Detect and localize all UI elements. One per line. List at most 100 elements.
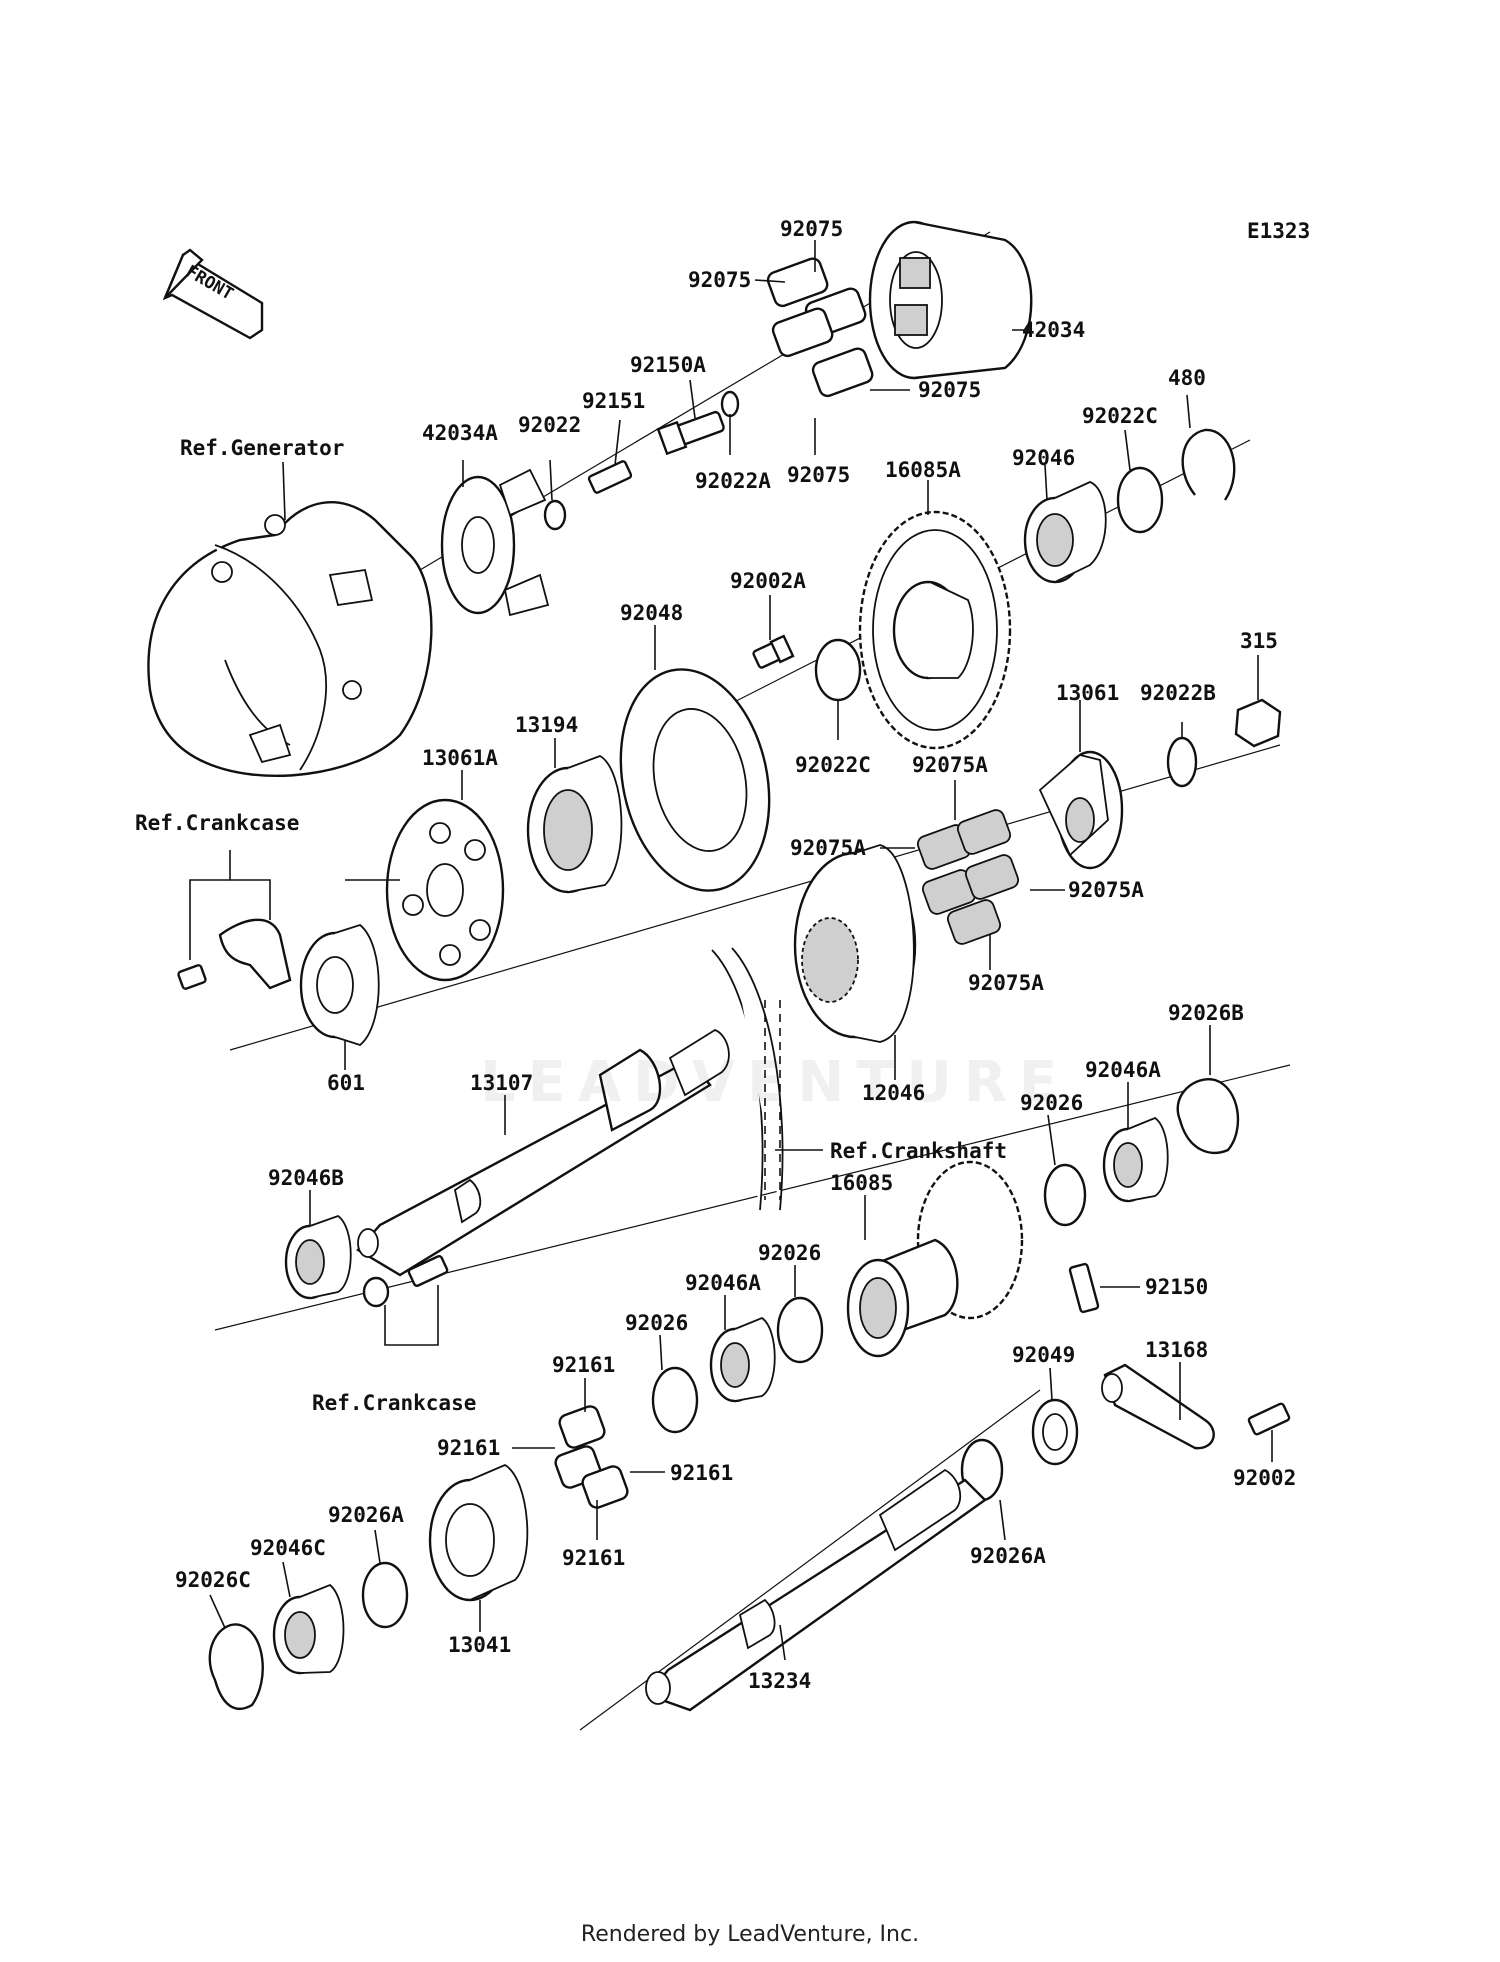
part-92075-dampers xyxy=(766,257,874,398)
part-labels: 92075 92075 42034 92150A 92075 92151 420… xyxy=(175,217,1296,1693)
label-13107: 13107 xyxy=(470,1071,533,1095)
label-92022: 92022 xyxy=(518,413,581,437)
part-92161-dampers xyxy=(554,1405,629,1509)
label-92026-mid: 92026 xyxy=(758,1241,821,1265)
part-92002A-screw xyxy=(752,634,795,669)
part-92046A-bearing-top xyxy=(1102,1116,1169,1203)
part-92150-bolt xyxy=(1068,1262,1100,1314)
label-92049: 92049 xyxy=(1012,1343,1075,1367)
part-92046A-bearing-mid xyxy=(709,1316,776,1403)
part-480-circlip xyxy=(1181,428,1236,501)
label-92161-left: 92161 xyxy=(437,1436,500,1460)
part-92022A-washer xyxy=(720,390,740,418)
part-92049-bearing xyxy=(1031,1398,1079,1466)
label-92150: 92150 xyxy=(1145,1275,1208,1299)
label-92161-right: 92161 xyxy=(670,1461,733,1485)
label-13194: 13194 xyxy=(515,713,578,737)
label-92026A-left: 92026A xyxy=(328,1503,404,1527)
part-16085-gear xyxy=(846,1160,1024,1358)
label-92075-top: 92075 xyxy=(780,217,843,241)
part-92026C-plate xyxy=(208,1623,264,1711)
part-13194-bearing xyxy=(526,755,623,894)
label-92075-right: 92075 xyxy=(918,378,981,402)
part-601-bearing xyxy=(299,923,380,1047)
label-92046A-mid: 92046A xyxy=(685,1271,761,1295)
part-92022C-washer-mid xyxy=(814,638,862,702)
label-42034: 42034 xyxy=(1022,318,1085,342)
label-16085: 16085 xyxy=(830,1171,893,1195)
part-13061A-hub xyxy=(385,798,505,982)
label-92048: 92048 xyxy=(620,601,683,625)
label-92022C-mid: 92022C xyxy=(795,753,871,777)
label-92075A-left: 92075A xyxy=(790,836,866,860)
label-92075A-bottom: 92075A xyxy=(968,971,1044,995)
label-42034A: 42034A xyxy=(422,421,498,445)
part-92022C-washer-top xyxy=(1116,466,1164,534)
crankshaft-chain xyxy=(711,947,784,1211)
label-92046: 92046 xyxy=(1012,446,1075,470)
generator-housing xyxy=(147,501,433,777)
label-92075A-right: 92075A xyxy=(1068,878,1144,902)
label-13061A: 13061A xyxy=(422,746,498,770)
ref-crankcase-bottom: Ref.Crankcase xyxy=(312,1391,476,1415)
part-13168-arm xyxy=(1101,1363,1215,1450)
part-16085A-gear xyxy=(858,510,1012,750)
footer-credit: Rendered by LeadVenture, Inc. xyxy=(580,1922,920,1947)
crankcase-bolt-bottom xyxy=(407,1255,449,1287)
crankcase-bracket-top xyxy=(177,918,292,990)
part-42034-housing xyxy=(868,220,1033,380)
label-92026C: 92026C xyxy=(175,1568,251,1592)
part-92026-ring-mid xyxy=(776,1296,824,1364)
label-92002A: 92002A xyxy=(730,569,806,593)
label-92026-low: 92026 xyxy=(625,1311,688,1335)
label-92075-left: 92075 xyxy=(688,268,751,292)
part-42034A-hub xyxy=(440,468,550,617)
label-92046A-top: 92046A xyxy=(1085,1058,1161,1082)
part-92046C-bearing xyxy=(272,1583,345,1675)
label-92026B: 92026B xyxy=(1168,1001,1244,1025)
front-arrow: FRONT xyxy=(162,248,264,340)
label-92046B: 92046B xyxy=(268,1166,344,1190)
ref-crankshaft: Ref.Crankshaft xyxy=(830,1139,1007,1163)
part-92048-plate xyxy=(619,668,771,892)
part-92026-ring-right xyxy=(1043,1163,1087,1227)
label-92075A-top: 92075A xyxy=(912,753,988,777)
label-92026A-right: 92026A xyxy=(970,1544,1046,1568)
label-92002: 92002 xyxy=(1233,1466,1296,1490)
ref-crankcase-top: Ref.Crankcase xyxy=(135,811,299,835)
part-92150A-bolt xyxy=(656,410,725,456)
reference-labels: Ref.Generator Ref.Crankcase Ref.Cranksha… xyxy=(135,436,1007,1415)
ref-generator: Ref.Generator xyxy=(180,436,344,460)
part-92022-washer xyxy=(543,499,567,531)
part-13107-shaft xyxy=(356,1028,730,1277)
label-315: 315 xyxy=(1240,629,1278,653)
label-92151: 92151 xyxy=(582,389,645,413)
label-92161-top: 92161 xyxy=(552,1353,615,1377)
part-92026-ring-low xyxy=(651,1366,699,1434)
crankcase-bottom-bracket-line xyxy=(384,1285,439,1346)
label-13234: 13234 xyxy=(748,1669,811,1693)
part-92046-needle-bearing xyxy=(1023,481,1107,584)
label-480: 480 xyxy=(1168,366,1206,390)
label-601: 601 xyxy=(327,1071,365,1095)
diagram-code: E1323 xyxy=(1247,219,1310,243)
part-92075A-dampers xyxy=(916,809,1020,945)
part-92026A-ring-left xyxy=(361,1561,409,1629)
label-13041: 13041 xyxy=(448,1633,511,1657)
crankcase-washer-bottom xyxy=(362,1276,390,1308)
label-92022A: 92022A xyxy=(695,469,771,493)
part-315-nut xyxy=(1234,698,1282,748)
part-13234-shaft xyxy=(645,1468,987,1712)
part-92151-bolt xyxy=(587,460,633,494)
label-13061: 13061 xyxy=(1056,681,1119,705)
label-92046C: 92046C xyxy=(250,1536,326,1560)
part-12046-drum xyxy=(793,844,917,1043)
label-16085A: 16085A xyxy=(885,458,961,482)
part-13061-hub xyxy=(1038,750,1124,870)
label-92075-bottom: 92075 xyxy=(787,463,850,487)
watermark: LEADVENTURE xyxy=(480,1050,1070,1115)
part-92022B-washer xyxy=(1166,736,1198,788)
label-92022B: 92022B xyxy=(1140,681,1216,705)
label-92022C-top: 92022C xyxy=(1082,404,1158,428)
